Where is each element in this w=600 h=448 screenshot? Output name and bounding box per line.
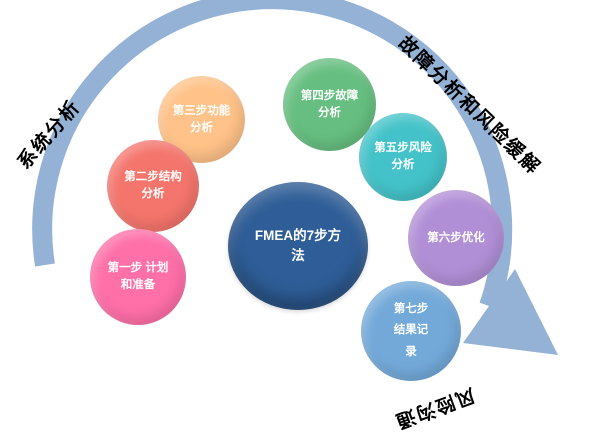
step-6-label: 第六步优化 — [427, 231, 485, 244]
step-1-circle: 第一步 计划 和准备 — [90, 229, 186, 325]
process-arrow-head — [463, 269, 558, 355]
step-2-circle: 第二步结构 分析 — [107, 140, 199, 232]
center-ellipse: FMEA的7步方 法 — [228, 182, 368, 310]
step-7-circle: 第七步 结果记 录 — [361, 281, 461, 381]
step-1-label: 第一步 计划 和准备 — [107, 262, 169, 291]
step-5-label: 第五步风险 分析 — [374, 142, 432, 171]
step-3-circle: 第三步功能 分析 — [158, 76, 245, 163]
step-2-label: 第二步结构 分析 — [124, 171, 182, 200]
process-arrow-arc — [32, 0, 513, 310]
step-5-circle: 第五步风险 分析 — [359, 113, 447, 201]
step-7-label: 第七步 结果记 录 — [393, 303, 429, 358]
step-4-circle: 第四步故障 分析 — [283, 58, 376, 151]
step-3-label: 第三步功能 分析 — [172, 104, 231, 134]
step-4-label: 第四步故障 分析 — [300, 89, 359, 119]
step-6-circle: 第六步优化 — [408, 190, 504, 286]
center-title: FMEA的7步方 法 — [254, 227, 342, 263]
